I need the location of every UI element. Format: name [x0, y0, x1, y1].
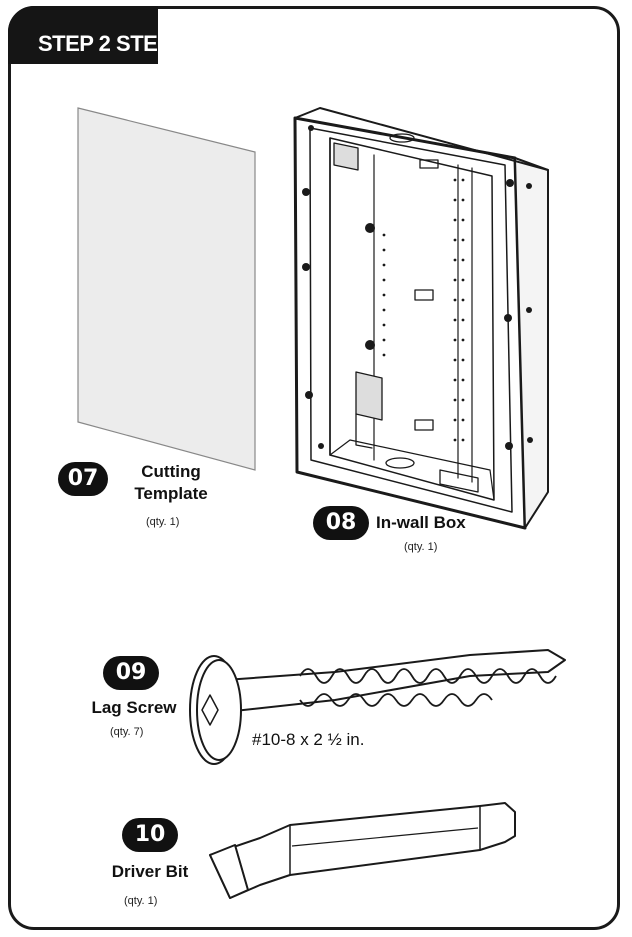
part-10-badge: 10: [122, 818, 178, 852]
part-09-name: Lag Screw: [91, 698, 177, 717]
part-07-badge: 07: [58, 462, 108, 496]
part-07-name-line2: Template: [134, 484, 208, 503]
driver-bit-illustration: [209, 802, 516, 899]
part-08-name: In-wall Box: [376, 513, 466, 532]
step-header-tab: [8, 6, 158, 64]
part-07-qty: (qty. 1): [146, 516, 180, 528]
part-09-spec: #10-8 x 2 ½ in.: [252, 730, 365, 749]
part-10-qty: (qty. 1): [124, 895, 158, 907]
in-wall-box-screws: [302, 125, 533, 450]
lag-screw-illustration: [189, 649, 566, 765]
part-08-qty: (qty. 1): [404, 541, 438, 553]
part-08-badge: 08: [313, 506, 369, 540]
cutting-template-sheet: [77, 107, 256, 471]
in-wall-box-illustration: [293, 107, 549, 530]
part-09-qty: (qty. 7): [110, 726, 144, 738]
part-09-badge: 09: [103, 656, 159, 690]
part-07-name-line1: Cutting: [141, 462, 201, 481]
part-10-name: Driver Bit: [111, 862, 189, 881]
in-wall-box-hole-rows: [382, 178, 465, 442]
step-label: STEP 2 STE: [38, 31, 158, 56]
